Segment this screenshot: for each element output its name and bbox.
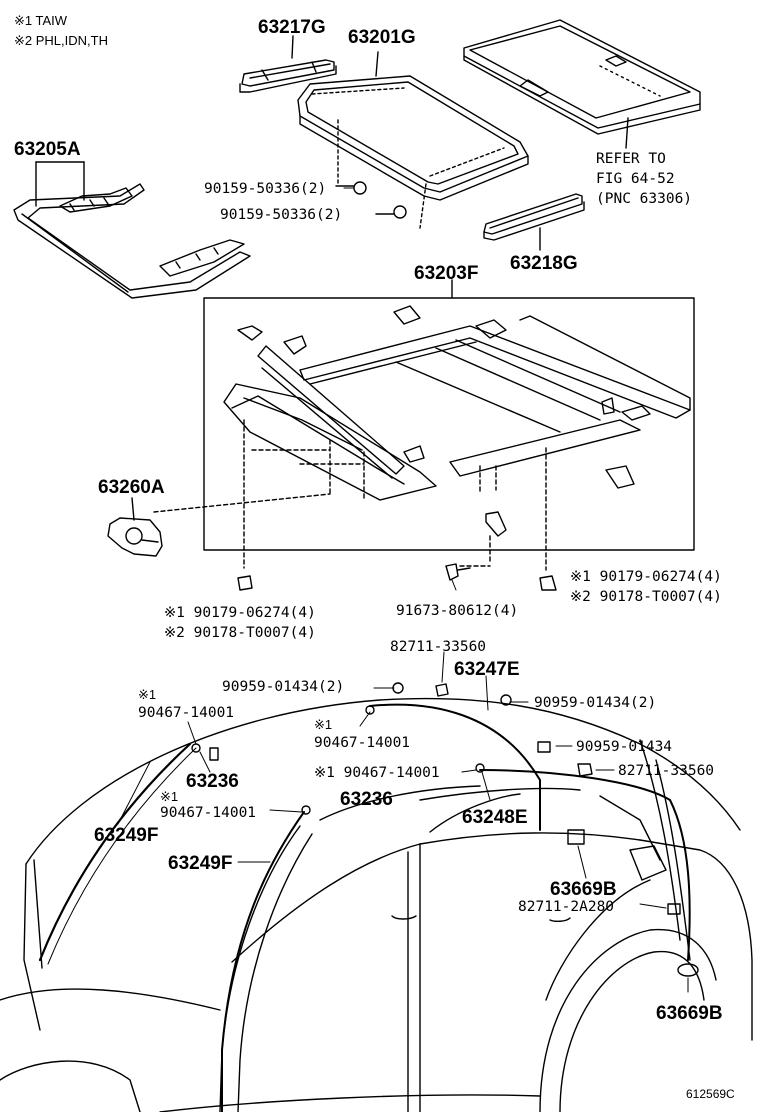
- plug-63236-a: [209, 747, 219, 761]
- part-label-90179-right: ※1 90179-06274(4): [570, 569, 722, 585]
- fitting-90959-right2: [500, 694, 512, 706]
- note-phl-idn-th: ※2 PHL,IDN,TH: [14, 33, 108, 48]
- grommet-63669b-upper: [567, 829, 585, 845]
- leader-lines: [117, 187, 689, 993]
- part-label-63218g: 63218G: [510, 253, 578, 274]
- clip-82711-top: [435, 683, 449, 697]
- part-label-90959-left: 90959-01434(2): [222, 679, 345, 695]
- note-mark-90467-d: ※1: [160, 789, 179, 804]
- part-label-82711-right: 82711-33560: [618, 763, 715, 779]
- sunshade-panel: [463, 19, 701, 135]
- nut-90179-right: [539, 575, 557, 591]
- deflector-63218g: [483, 193, 585, 241]
- part-label-63249f-a: 63249F: [94, 825, 159, 846]
- part-label-63205a: 63205A: [14, 139, 81, 160]
- part-label-63236-b: 63236: [340, 789, 393, 810]
- part-label-90467-d: 90467-14001: [160, 805, 257, 821]
- nut-90179-left: [237, 575, 253, 591]
- part-label-90159-a: 90159-50336(2): [204, 181, 327, 197]
- sunroof-glass-63201g: [297, 75, 529, 201]
- sunroof-seal-frame-63205a: [13, 183, 251, 299]
- part-label-90959-right: 90959-01434: [576, 739, 673, 755]
- part-label-63669b-a: 63669B: [550, 879, 617, 900]
- clamp-90467-d: [301, 805, 311, 815]
- clip-82711-right: [577, 763, 593, 777]
- drain-hose-63247e: [369, 703, 541, 831]
- refer-to-line2: FIG 64-52: [596, 171, 675, 187]
- part-label-90959-right2: 90959-01434(2): [534, 695, 657, 711]
- part-label-63249f-b: 63249F: [168, 853, 233, 874]
- clip-82711-2a280: [667, 903, 681, 915]
- part-label-90159-b: 90159-50336(2): [220, 207, 343, 223]
- drain-hose-63249f-front: [38, 742, 197, 965]
- part-label-63217g: 63217G: [258, 17, 326, 38]
- bolt-90159-b: [375, 183, 427, 229]
- refer-to-line1: REFER TO: [596, 151, 666, 167]
- part-label-63236-a: 63236: [186, 771, 239, 792]
- note-taiw: ※1 TAIW: [14, 13, 68, 28]
- part-label-90179-left: ※1 90179-06274(4): [164, 605, 316, 621]
- part-label-90178-right: ※2 90178-T0007(4): [570, 589, 722, 605]
- clamp-90467-c: [475, 763, 485, 773]
- refer-to-line3: (PNC 63306): [596, 191, 693, 207]
- fitting-90959-right: [537, 741, 551, 753]
- part-label-63260a: 63260A: [98, 477, 165, 498]
- clamp-90467-b: [365, 705, 375, 715]
- deflector-63217g: [239, 59, 337, 93]
- part-label-82711-top: 82711-33560: [390, 639, 487, 655]
- bolt-91673: [445, 563, 471, 581]
- drain-hose-63249f-rear: [221, 811, 305, 1112]
- drain-hose-63248e: [479, 769, 691, 961]
- part-label-63669b-b: 63669B: [656, 1003, 723, 1024]
- note-mark-90467-a: ※1: [138, 687, 157, 702]
- part-label-90467-a: 90467-14001: [138, 705, 235, 721]
- part-label-63247e: 63247E: [454, 659, 520, 680]
- part-label-90467-b: 90467-14001: [314, 735, 411, 751]
- sunroof-motor-63260a: [107, 517, 163, 557]
- note-mark-90467-b: ※1: [314, 717, 333, 732]
- sunroof-housing-box-63203f: [153, 279, 695, 571]
- part-label-63203f: 63203F: [414, 263, 479, 284]
- illustration-code: 612569C: [686, 1087, 735, 1101]
- part-label-82711-2a280: 82711-2A280: [518, 899, 615, 915]
- part-label-91673: 91673-80612(4): [396, 603, 519, 619]
- part-label-90178-left: ※2 90178-T0007(4): [164, 625, 316, 641]
- part-label-63248e: 63248E: [462, 807, 528, 828]
- car-body-outline: [0, 697, 753, 1112]
- part-label-90467-c: ※1 90467-14001: [314, 765, 440, 781]
- grommet-63669b-lower: [677, 963, 699, 977]
- part-label-63201g: 63201G: [348, 27, 416, 48]
